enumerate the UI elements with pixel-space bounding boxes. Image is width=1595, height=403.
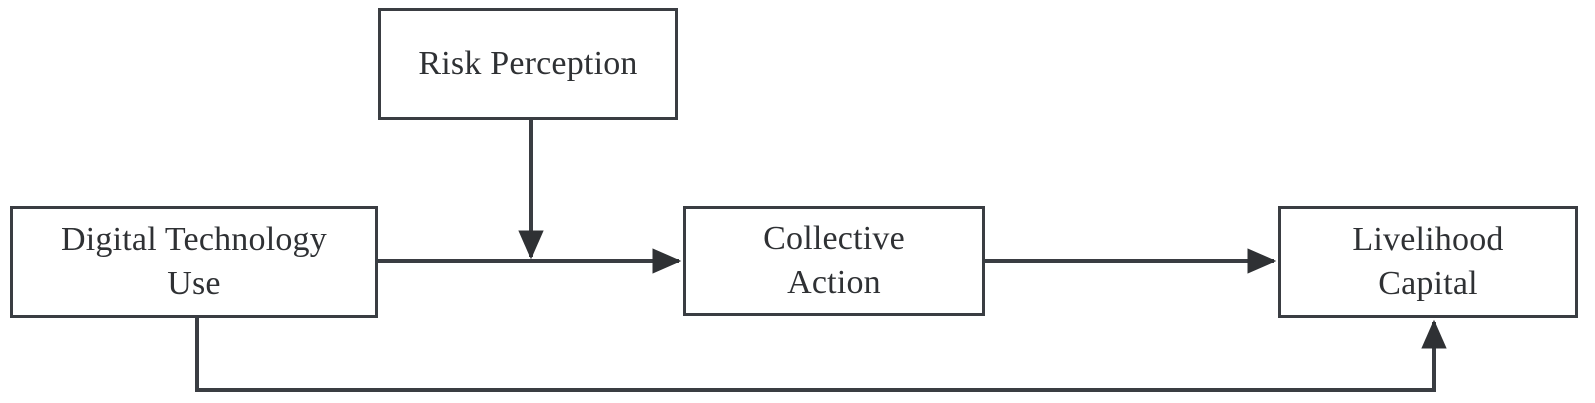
edge-digital-technology-use-to-livelihood-capital [195, 318, 1447, 392]
node-livelihood-capital-label: Livelihood Capital [1352, 221, 1504, 302]
node-risk-perception[interactable]: Risk Perception [378, 8, 678, 120]
node-collective-action-label: Collective Action [763, 220, 905, 301]
node-risk-perception-label: Risk Perception [418, 45, 638, 83]
node-digital-technology-use-label: Digital Technology Use [61, 221, 327, 302]
node-collective-action[interactable]: Collective Action [683, 206, 985, 316]
node-digital-technology-use[interactable]: Digital Technology Use [10, 206, 378, 318]
node-livelihood-capital[interactable]: Livelihood Capital [1278, 206, 1578, 318]
